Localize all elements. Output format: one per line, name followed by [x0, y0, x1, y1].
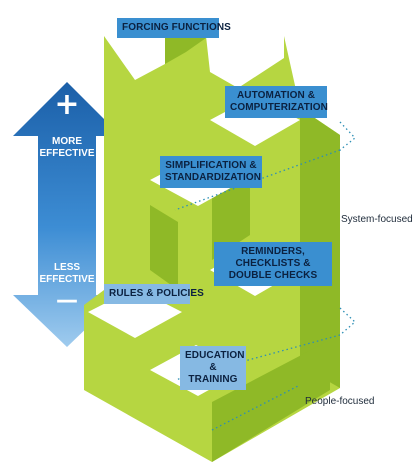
people-focused-label: People-focused	[305, 396, 375, 407]
more-effective-label: MORE EFFECTIVE	[39, 136, 95, 159]
less-effective-label: LESS EFFECTIVE	[39, 262, 95, 285]
level-reminders-checklists-double-checks: REMINDERS, CHECKLISTS & DOUBLE CHECKS	[214, 242, 332, 286]
dotted-guides	[174, 121, 356, 431]
level-forcing-functions: FORCING FUNCTIONS	[117, 18, 231, 38]
level-simplification-standardization: SIMPLIFICATION & STANDARDIZATION	[160, 156, 262, 188]
system-focused-label: System-focused	[341, 214, 413, 225]
level-education-training: EDUCATION & TRAINING	[180, 346, 246, 390]
level-rules-policies: RULES & POLICIES	[104, 284, 204, 304]
effectiveness-arrow	[13, 82, 121, 347]
minus-sign: —	[56, 288, 78, 313]
plus-sign: +	[54, 87, 80, 122]
level-automation-computerization: AUTOMATION & COMPUTERIZATION	[225, 86, 328, 118]
